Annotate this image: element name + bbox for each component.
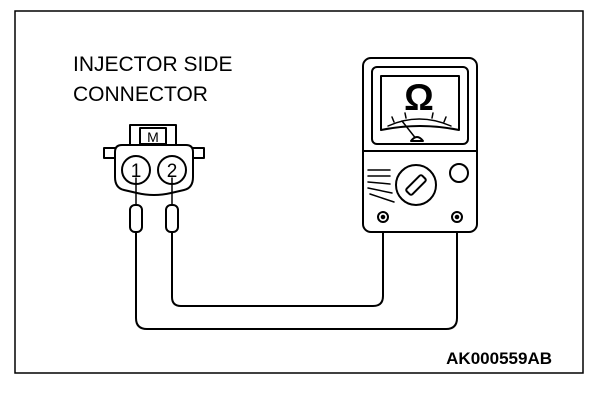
meter-ohm-symbol: Ω <box>404 77 434 118</box>
meter-needle-pivot <box>410 136 424 142</box>
meter-scale-tick <box>443 116 447 123</box>
connector-title-line2: CONNECTOR <box>73 83 208 106</box>
meter-scale-tick <box>404 112 407 119</box>
meter-display-face <box>380 75 460 131</box>
meter-scale-tick <box>431 112 434 119</box>
wire-pin-1-to-meter <box>135 217 458 330</box>
figure-reference-code: AK000559AB <box>446 349 552 368</box>
meter-scale-arc <box>387 118 452 127</box>
meter-scale-tick <box>391 116 395 123</box>
connector-marker-letter: M <box>147 129 159 145</box>
meter-range-mark <box>369 193 395 203</box>
figure-frame <box>14 10 584 374</box>
meter-range-mark <box>367 187 393 194</box>
meter-terminal-right-hole <box>454 214 460 220</box>
ohmmeter-icon: Ω <box>362 57 478 233</box>
meter-selector-pointer <box>405 174 427 196</box>
meter-range-mark <box>367 181 391 185</box>
connector-pin-1-label: 1 <box>131 161 142 182</box>
probe-1-tip-icon <box>129 204 143 233</box>
meter-terminal-left-hole <box>380 214 386 220</box>
injector-connector-icon: M 1 2 <box>103 124 205 196</box>
connector-title-line1: INJECTOR SIDE <box>73 53 232 76</box>
connector-pin-2-label: 2 <box>167 161 178 182</box>
meter-zero-adjust-button <box>449 163 469 183</box>
wire-pin-2-to-meter <box>171 217 384 307</box>
probe-2-tip-icon <box>165 204 179 233</box>
